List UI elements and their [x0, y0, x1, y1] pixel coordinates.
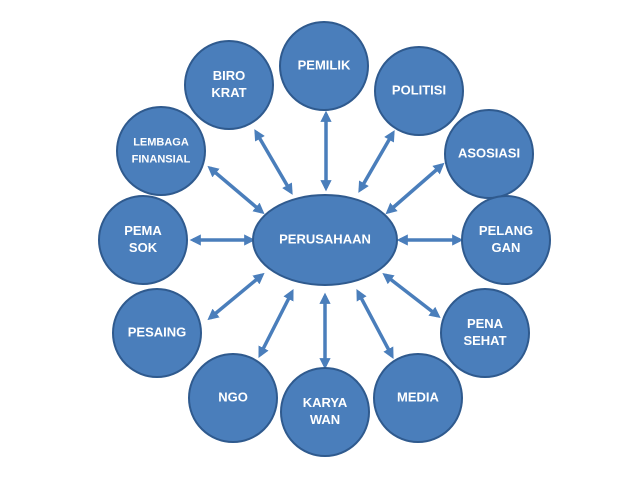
node-asosiasi: ASOSIASI: [444, 109, 534, 199]
arrow-media: [356, 289, 394, 359]
node-pena-sehat-label-line-1: PENA: [467, 316, 504, 331]
node-media: MEDIA: [373, 353, 463, 443]
node-lembaga-finansial-circle: [116, 106, 206, 196]
arrow-lembaga-finansial: [207, 165, 265, 215]
node-birokrat-circle: [184, 40, 274, 130]
node-pelanggan-circle: [461, 195, 551, 285]
arrow-asosiasi: [385, 162, 445, 215]
arrow-birokrat: [254, 129, 293, 195]
node-pemasok-circle: [98, 195, 188, 285]
node-pena-sehat-label-line-2: SEHAT: [463, 333, 506, 348]
node-ngo-circle: [188, 353, 278, 443]
connector-arrows: [189, 110, 464, 370]
node-pemasok: PEMA SOK: [98, 195, 188, 285]
stakeholder-nodes: PEMILIK POLITISI ASOSIASI PELANG GAN PENA SEHA…: [98, 21, 551, 457]
node-karyawan-label-line-2: WAN: [310, 412, 340, 427]
arrow-ngo: [258, 289, 294, 358]
node-pemasok-label-line-2: SOK: [129, 240, 158, 255]
center-node: PERUSAHAAN: [252, 194, 398, 286]
node-karyawan-circle: [280, 367, 370, 457]
node-pemasok-label-line-1: PEMA: [124, 223, 162, 238]
center-node-ellipse: [252, 194, 398, 286]
node-politisi: POLITISI: [374, 46, 464, 136]
node-pena-sehat: PENA SEHAT: [440, 288, 530, 378]
node-politisi-label-line-1: POLITISI: [392, 82, 446, 97]
arrow-pena-sehat: [382, 272, 441, 319]
node-karyawan-label-line-1: KARYA: [303, 395, 348, 410]
node-media-label-line-1: MEDIA: [397, 389, 440, 404]
node-pelanggan-label-line-2: GAN: [492, 240, 521, 255]
node-media-circle: [373, 353, 463, 443]
node-politisi-circle: [374, 46, 464, 136]
node-asosiasi-circle: [444, 109, 534, 199]
arrow-politisi: [358, 130, 395, 193]
node-pemilik: PEMILIK: [279, 21, 369, 111]
node-birokrat: BIRO KRAT: [184, 40, 274, 130]
node-pemilik-circle: [279, 21, 369, 111]
node-birokrat-label-line-2: KRAT: [211, 85, 246, 100]
node-lembaga-finansial: LEMBAGA FINANSIAL: [116, 106, 206, 196]
node-ngo-label-line-1: NGO: [218, 389, 248, 404]
center-node-label-line-1: PERUSAHAAN: [279, 231, 371, 246]
node-pelanggan-label-line-1: PELANG: [479, 223, 533, 238]
node-pesaing-label-line-1: PESAING: [128, 324, 187, 339]
node-pesaing-circle: [112, 288, 202, 378]
arrow-pesaing: [207, 272, 265, 321]
node-karyawan: KARYA WAN: [280, 367, 370, 457]
node-ngo: NGO: [188, 353, 278, 443]
node-birokrat-label-line-1: BIRO: [213, 68, 246, 83]
node-pemilik-label-line-1: PEMILIK: [298, 57, 351, 72]
node-pena-sehat-circle: [440, 288, 530, 378]
node-lembaga-finansial-label-line-1: LEMBAGA: [133, 136, 189, 148]
node-pesaing: PESAING: [112, 288, 202, 378]
node-lembaga-finansial-label-line-2: FINANSIAL: [132, 153, 191, 165]
node-asosiasi-label-line-1: ASOSIASI: [458, 145, 520, 160]
node-pelanggan: PELANG GAN: [461, 195, 551, 285]
